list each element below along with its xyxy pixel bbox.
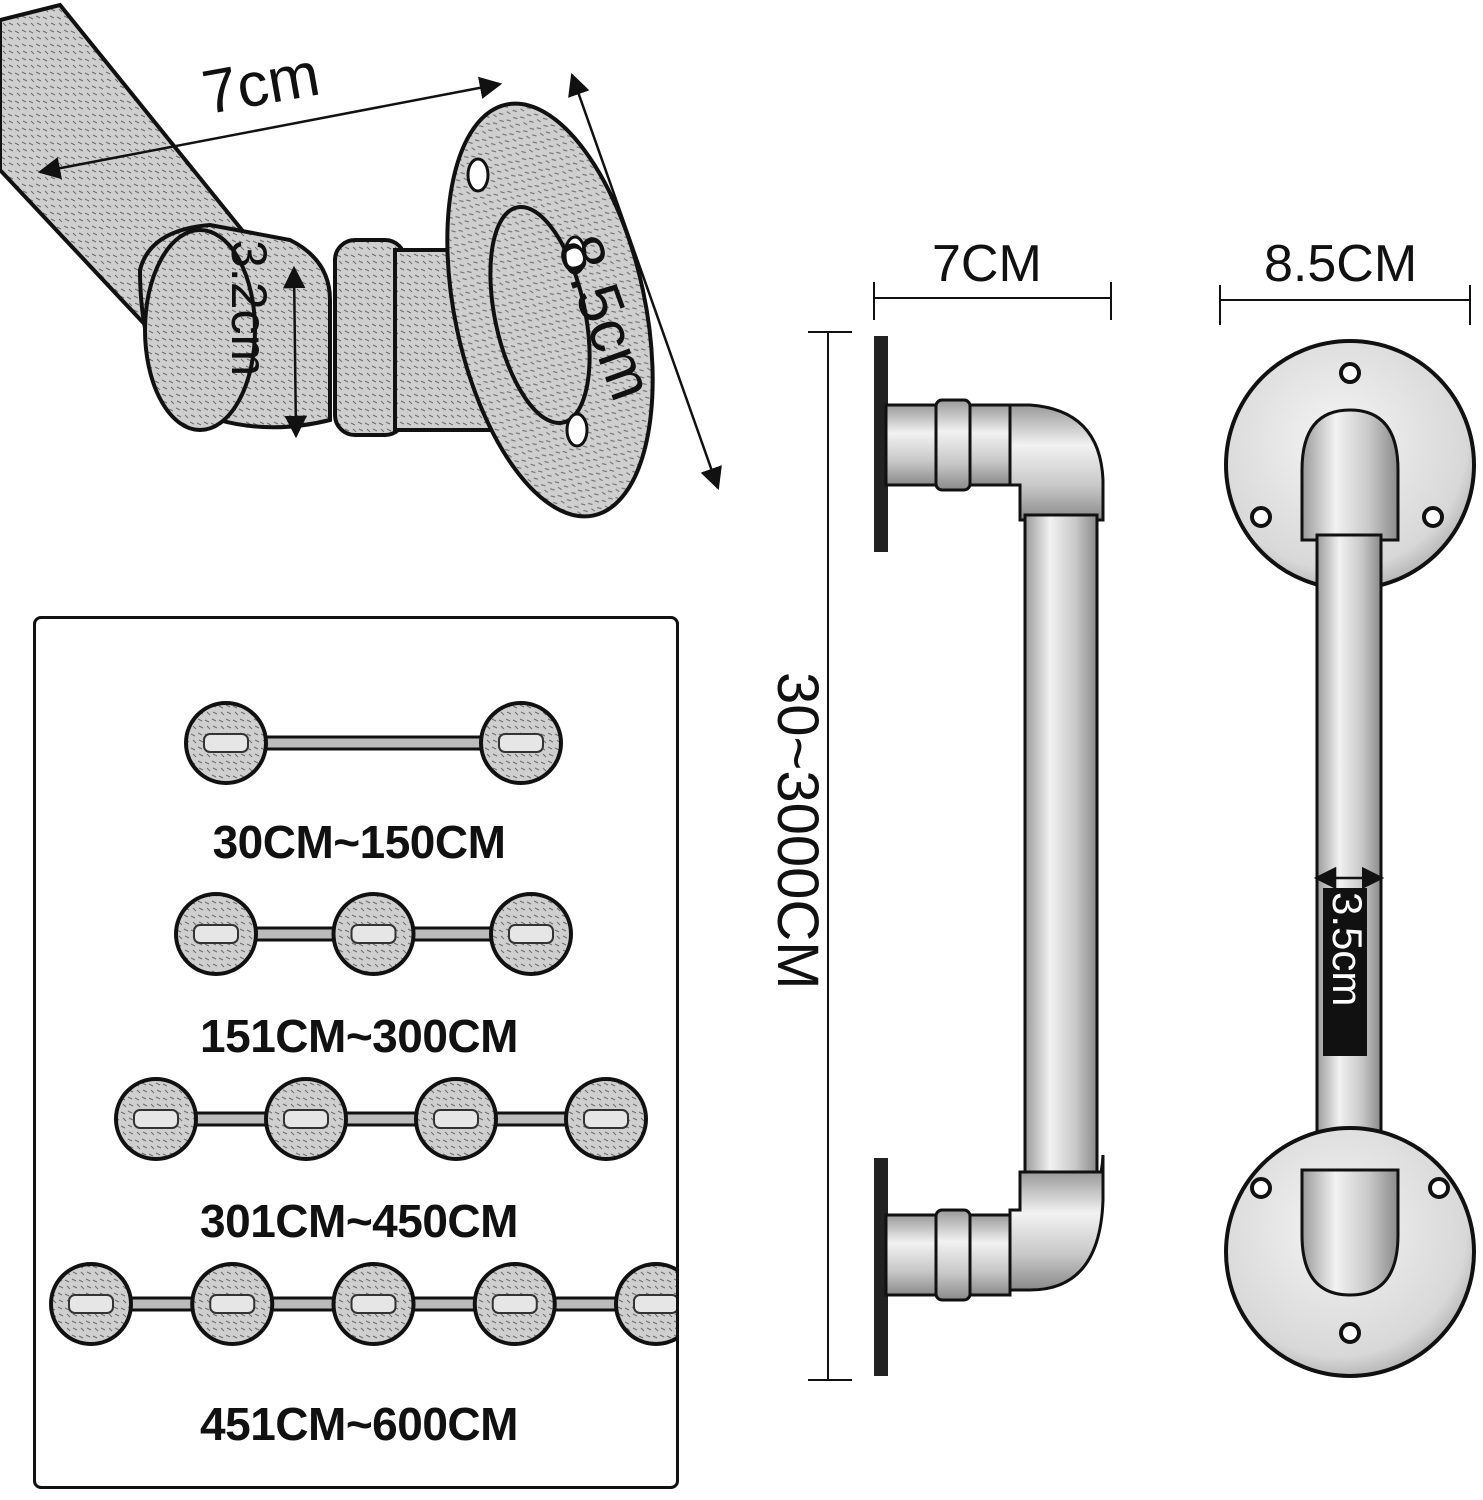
- length-option-row-1: [184, 701, 563, 785]
- length-option-row-3: [114, 1077, 648, 1161]
- length-options-panel: 30CM~150CM 151CM~300CM 301CM~450CM 451CM…: [33, 616, 679, 1489]
- flange-fitting: [433, 1109, 479, 1129]
- flange-fitting: [283, 1109, 329, 1129]
- flange-fitting: [209, 1294, 256, 1314]
- flange-fitting: [498, 733, 544, 753]
- length-option-row-2: [174, 892, 573, 976]
- side-width-label: 7CM: [932, 235, 1042, 293]
- length-options-illustration: [49, 701, 676, 1346]
- flange-fitting: [203, 733, 249, 753]
- flange-fitting: [193, 924, 239, 944]
- flange-fitting: [350, 1294, 397, 1314]
- flange-fitting: [133, 1109, 179, 1129]
- side-view: [808, 282, 1112, 1381]
- bar-diameter-label: 3.5cm: [1324, 892, 1371, 1007]
- flange-fitting: [633, 1294, 676, 1314]
- length-option-row-4: [49, 1262, 676, 1346]
- length-option-label-2: 151CM~300CM: [200, 1010, 518, 1062]
- flange-fitting: [491, 1294, 538, 1314]
- perspective-elbow-view: [0, 2, 722, 519]
- flange-width-label: 8.5CM: [1264, 235, 1418, 293]
- handrail-bar: [154, 1111, 608, 1127]
- flange-fitting: [350, 924, 397, 944]
- handrail-bar: [224, 735, 523, 751]
- flange-fitting: [583, 1109, 629, 1129]
- length-range-label: 30~3000CM: [765, 672, 830, 990]
- length-option-label-3: 301CM~450CM: [200, 1195, 518, 1247]
- flange-fitting: [68, 1294, 114, 1314]
- length-option-label-1: 30CM~150CM: [212, 816, 506, 868]
- flange-fitting: [508, 924, 554, 944]
- front-view: [1219, 285, 1476, 1378]
- length-option-label-4: 451CM~600CM: [200, 1398, 518, 1450]
- pipe-diameter-label: 3.2cm: [221, 240, 277, 377]
